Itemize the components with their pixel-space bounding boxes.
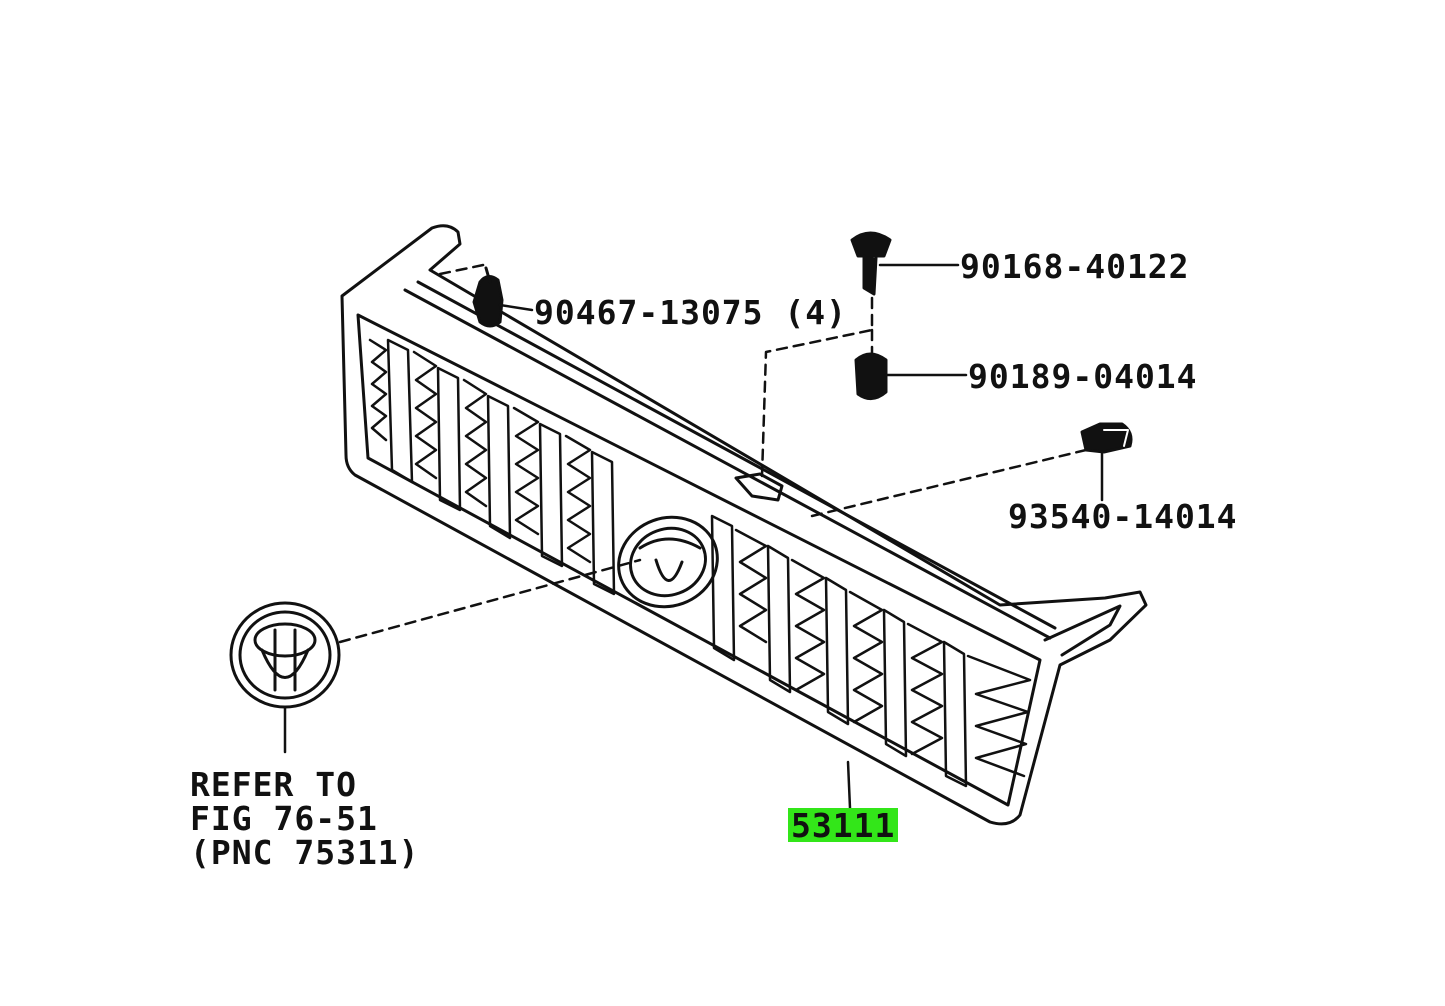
center-bracket	[734, 472, 784, 502]
dashed-leaders	[338, 262, 1088, 644]
reference-note-line1: REFER TO	[190, 765, 357, 804]
bolt-icon	[1080, 422, 1133, 454]
part-label-90467-13075: 90467-13075 (4)	[534, 293, 848, 332]
clip-icon	[472, 266, 504, 328]
nut-icon	[854, 352, 888, 400]
main-part-label-53111: 53111	[788, 808, 899, 842]
solid-leaders	[283, 263, 1104, 810]
reference-note-line2: FIG 76-51	[190, 799, 378, 838]
screw-icon	[850, 231, 892, 296]
grille-slats	[368, 338, 1032, 788]
part-label-93540-14014: 93540-14014	[1008, 497, 1238, 536]
emblem-part	[229, 601, 341, 709]
part-label-90189-04014: 90189-04014	[968, 357, 1198, 396]
part-label-90168-40122: 90168-40122	[960, 247, 1190, 286]
grille-emblem-mount	[617, 515, 719, 609]
reference-note-line3: (PNC 75311)	[190, 833, 420, 872]
grille-frame	[340, 224, 1148, 826]
